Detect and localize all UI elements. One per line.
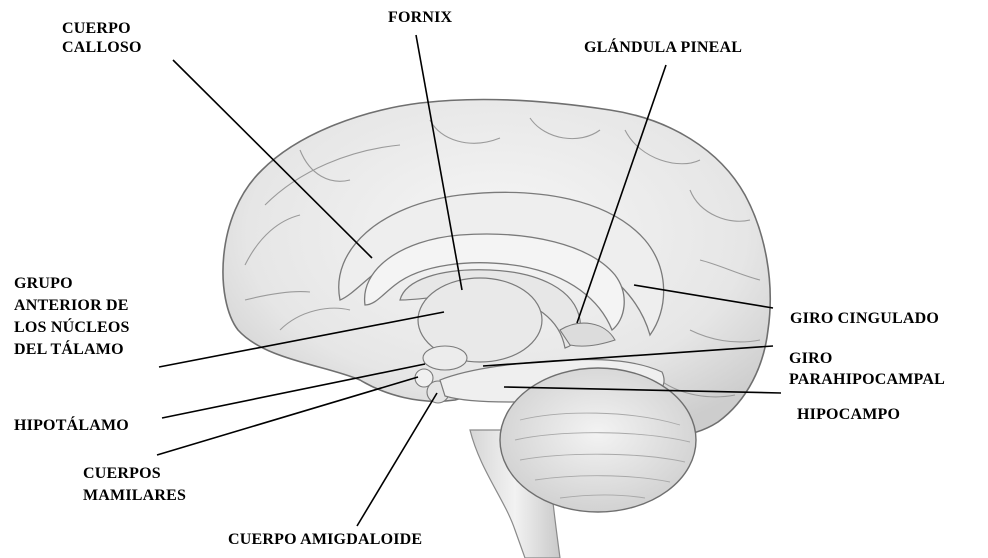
label-cuerpo-amigdaloide: CUERPO AMIGDALOIDE: [228, 530, 422, 549]
leader-cuerpos-mamilares: [157, 377, 418, 455]
label-cuerpo-calloso: CUERPO CALLOSO: [62, 19, 142, 57]
label-hipocampo: HIPOCAMPO: [797, 405, 900, 424]
label-fornix: FORNIX: [388, 8, 452, 27]
label-glandula-pineal: GLÁNDULA PINEAL: [584, 38, 742, 57]
label-grupo-anterior: GRUPO ANTERIOR DE LOS NÚCLEOS DEL TÁLAMO: [14, 273, 130, 361]
label-giro-parahipocampal: GIRO PARAHIPOCAMPAL: [789, 348, 945, 390]
label-hipotalamo: HIPOTÁLAMO: [14, 416, 129, 435]
hypothalamus-shape: [423, 346, 467, 370]
leader-cuerpo-amigdaloide: [357, 393, 437, 526]
label-giro-cingulado: GIRO CINGULADO: [790, 309, 939, 328]
label-cuerpos-mamilares: CUERPOS MAMILARES: [83, 463, 186, 507]
